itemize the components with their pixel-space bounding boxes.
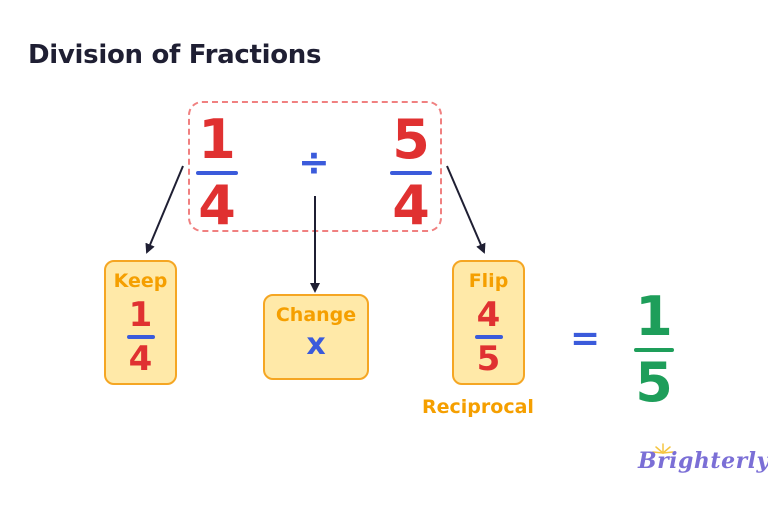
dividend-bar [196, 171, 238, 175]
flip-fraction: 4 5 [474, 295, 503, 379]
result-fraction: 1 5 [634, 290, 674, 410]
flip-arrow [446, 165, 486, 254]
keep-denominator: 4 [128, 339, 153, 379]
equals-sign: = [570, 318, 601, 359]
brand-logo: Brighterly [638, 448, 768, 474]
flip-box: Flip 4 5 [452, 260, 525, 385]
result-numerator: 1 [635, 285, 673, 348]
divisor-numerator: 5 [392, 108, 430, 171]
dividend-fraction: 1 4 [196, 113, 238, 233]
flip-denominator: 5 [476, 339, 501, 379]
flip-bar [474, 335, 503, 339]
divisor-fraction: 5 4 [390, 113, 432, 233]
keep-arrow [145, 165, 184, 254]
result-denominator: 5 [635, 351, 673, 414]
keep-box: Keep 1 4 [104, 260, 177, 385]
multiply-sign: x [306, 327, 326, 362]
division-sign: ÷ [298, 140, 330, 184]
divisor-bar [390, 171, 432, 175]
change-box: Change x [263, 294, 369, 380]
keep-label: Keep [113, 270, 168, 292]
keep-fraction: 1 4 [126, 295, 155, 379]
result-bar [634, 348, 674, 352]
divisor-denominator: 4 [392, 174, 430, 237]
logo-sun-icon [652, 443, 674, 454]
flip-numerator: 4 [476, 295, 501, 335]
change-label: Change [275, 304, 357, 326]
keep-bar [126, 335, 155, 339]
keep-numerator: 1 [128, 295, 153, 335]
dividend-numerator: 1 [198, 108, 236, 171]
page-title: Division of Fractions [28, 40, 322, 70]
dividend-denominator: 4 [198, 174, 236, 237]
reciprocal-caption: Reciprocal [422, 396, 534, 418]
flip-label: Flip [468, 270, 509, 292]
